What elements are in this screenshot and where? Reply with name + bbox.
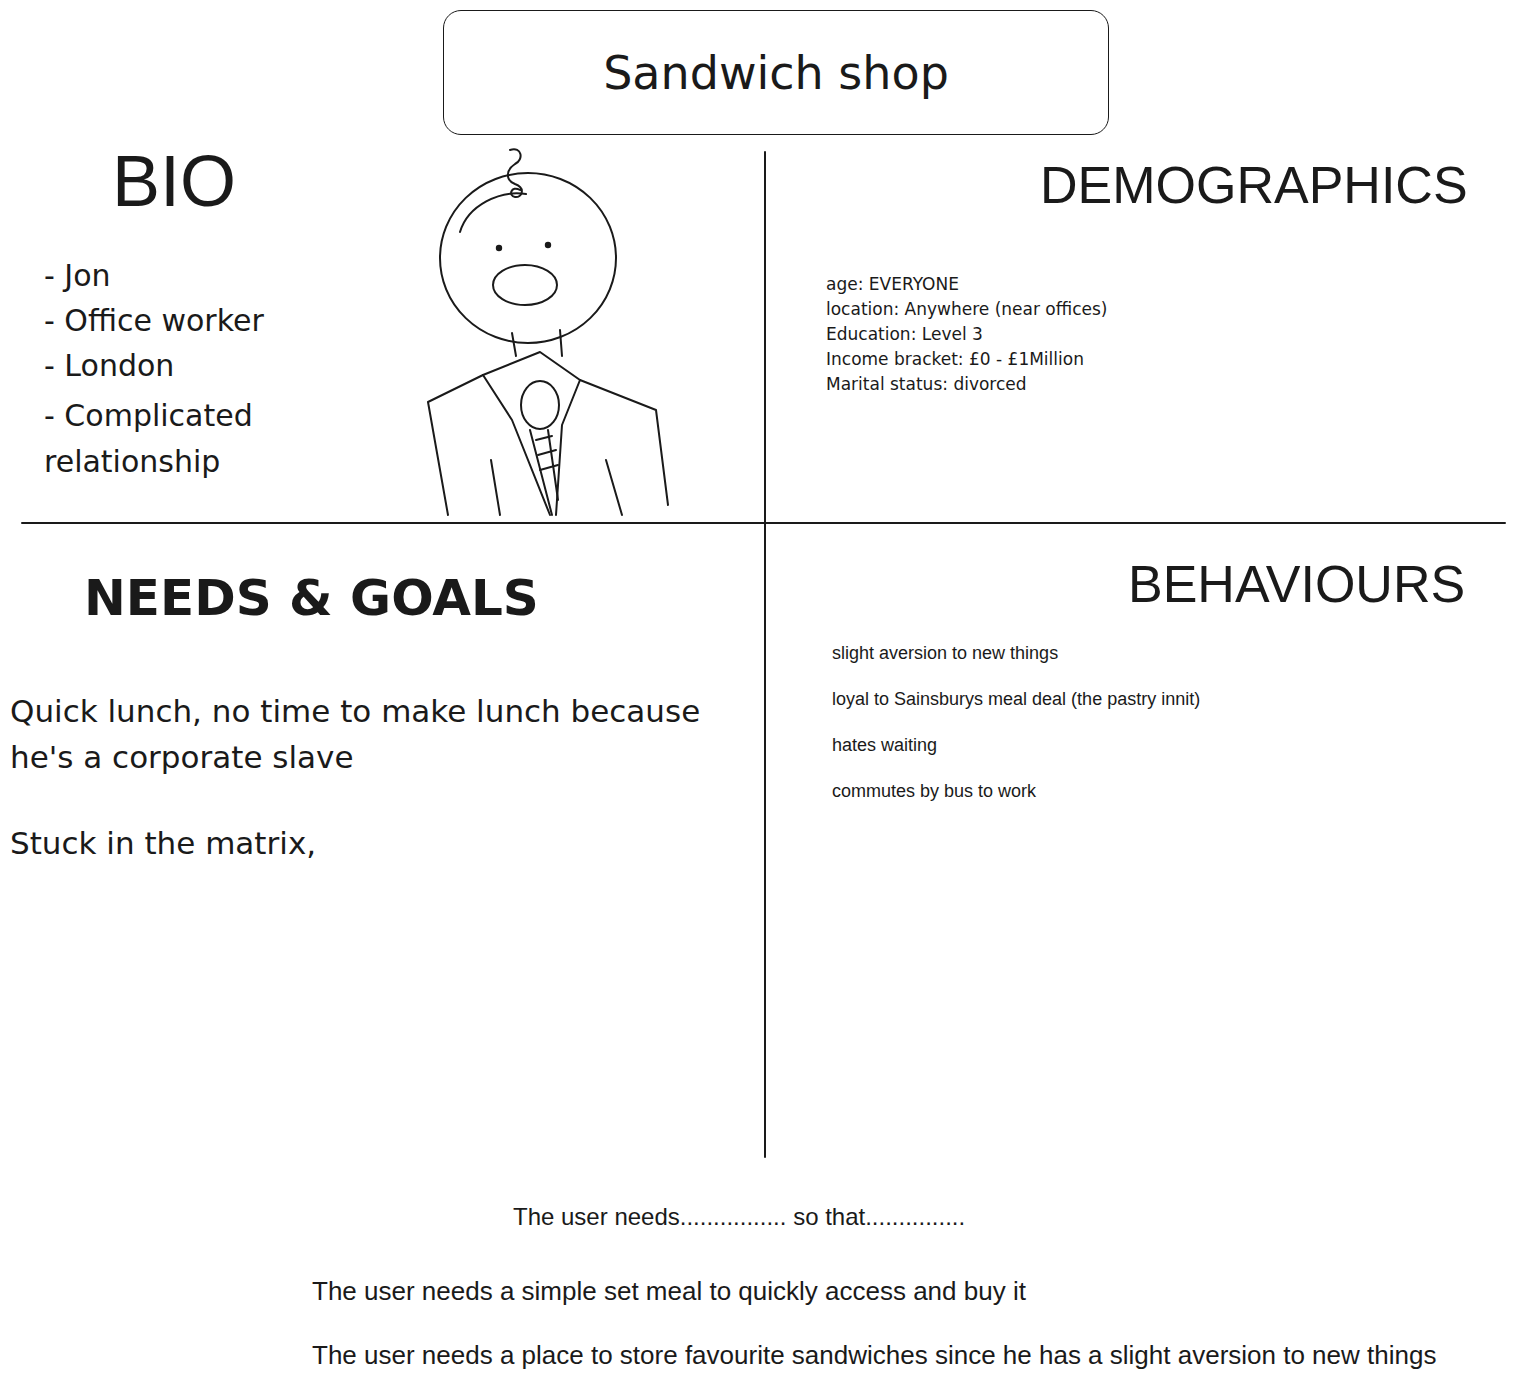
- bio-item: - London: [44, 348, 174, 384]
- section-heading: DEMOGRAPHICS: [1040, 154, 1468, 216]
- need-statement: The user needs a place to store favourit…: [312, 1340, 1436, 1371]
- title-box: Sandwich shop: [443, 10, 1109, 135]
- section-heading: BEHAVIOURS: [1128, 553, 1465, 615]
- behaviour-item: hates waiting: [832, 735, 937, 757]
- demographic-item: Income bracket: £0 - £1Million: [826, 349, 1084, 369]
- bio-item: - Jon: [44, 258, 111, 294]
- template-sentence: The user needs................ so that..…: [513, 1203, 965, 1232]
- needs-text: Quick lunch, no time to make lunch becau…: [10, 688, 750, 780]
- demographic-item: Education: Level 3: [826, 324, 983, 344]
- behaviour-item: loyal to Sainsburys meal deal (the pastr…: [832, 689, 1200, 711]
- title-text: Sandwich shop: [603, 46, 949, 100]
- section-heading: NEEDS & GOALS: [84, 568, 539, 628]
- demographic-item: Marital status: divorced: [826, 374, 1027, 394]
- need-statement: The user needs a simple set meal to quic…: [312, 1276, 1026, 1307]
- bio-item: - Office worker: [44, 303, 264, 339]
- needs-text: Stuck in the matrix,: [10, 825, 316, 862]
- persona-figure: [428, 149, 668, 515]
- quadrant-divider: [764, 152, 766, 1157]
- behaviour-item: commutes by bus to work: [832, 781, 1036, 803]
- demographic-item: location: Anywhere (near offices): [826, 299, 1107, 319]
- section-heading: BIO: [112, 138, 236, 224]
- bio-item: - Complicated relationship: [44, 393, 314, 485]
- demographic-item: age: EVERYONE: [826, 274, 959, 294]
- quadrant-divider: [22, 522, 1505, 524]
- behaviour-item: slight aversion to new things: [832, 643, 1058, 665]
